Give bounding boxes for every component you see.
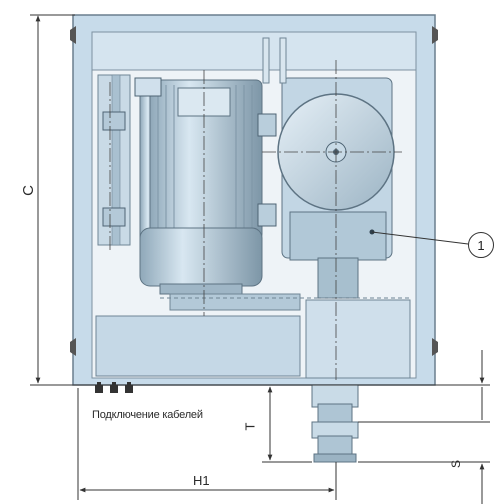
callout-leader [371, 231, 469, 245]
mounting-rail [97, 74, 131, 246]
electric-motor [134, 77, 277, 295]
center-lines [109, 60, 402, 380]
callout-number: 1 [468, 232, 494, 258]
base-panel [95, 293, 411, 379]
dimension-h1-label: H1 [193, 473, 210, 488]
dimension-t-label: T [242, 422, 258, 431]
support-posts [262, 37, 287, 84]
dimension-c [30, 14, 75, 384]
dimension-h1 [77, 388, 337, 500]
cable-connection-label: Подключение кабелей [92, 409, 203, 421]
dimension-s [358, 350, 490, 504]
pump-outlet [311, 384, 359, 463]
cable-glands [95, 382, 133, 393]
dimension-s-label: S [449, 459, 464, 469]
dimension-c-label: C [19, 185, 37, 196]
dimension-t [262, 386, 312, 463]
